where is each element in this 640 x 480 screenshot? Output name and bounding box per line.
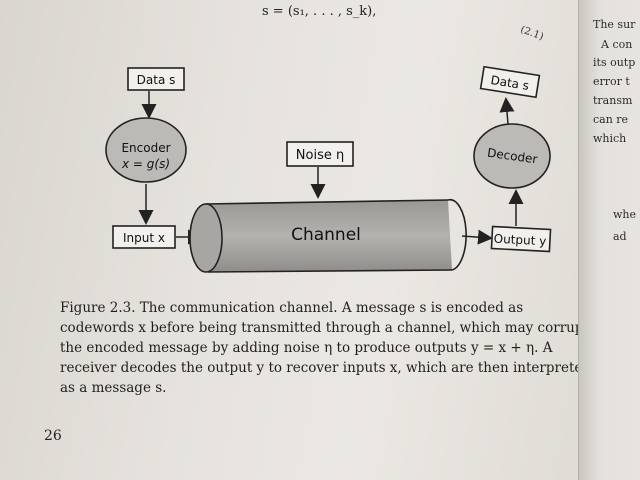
figure-caption: Figure 2.3. The communication channel. A… xyxy=(60,298,591,398)
caption-line-3: the encoded message by adding noise η to… xyxy=(60,340,553,356)
facing-line-5: transm xyxy=(593,94,633,107)
noise-box: Noise η xyxy=(286,141,354,167)
equation: s = (s₁, . . . , s_k), xyxy=(262,4,377,19)
channel-to-output-arrow xyxy=(461,229,493,245)
encoder-node: Encoder x = g(s) xyxy=(105,117,187,183)
caption-line-2: codewords x before being transmitted thr… xyxy=(60,320,589,336)
facing-page: The sur A con its outp error t transm ca… xyxy=(578,0,640,480)
output-box: Output y xyxy=(490,225,552,253)
data-input-box: Data s xyxy=(127,67,185,91)
channel-label: Channel xyxy=(291,225,361,245)
facing-line-3: its outp xyxy=(593,56,636,69)
facing-line-1: The sur xyxy=(593,18,636,31)
noise-label: Noise η xyxy=(296,148,344,163)
decoder-to-data-arrow xyxy=(499,97,515,125)
page-number: 26 xyxy=(44,428,62,444)
communication-channel-diagram: Data s Encoder x = g(s) Input x Noise η xyxy=(105,65,552,273)
caption-line-1: Figure 2.3. The communication channel. A… xyxy=(60,300,524,316)
channel-cylinder: Channel xyxy=(189,198,467,273)
input-box: Input x xyxy=(112,225,176,249)
caption-line-5: as a message s. xyxy=(60,380,167,396)
input-label: Input x xyxy=(123,231,165,245)
facing-line-11: ad xyxy=(613,230,627,243)
encoder-title: Encoder xyxy=(121,141,170,155)
encoder-formula: x = g(s) xyxy=(121,157,170,171)
output-label: Output y xyxy=(493,232,546,249)
data-input-label: Data s xyxy=(137,73,176,87)
caption-line-4: receiver decodes the output y to recover… xyxy=(60,360,591,376)
facing-line-10: whe xyxy=(613,208,637,221)
facing-line-6: can re xyxy=(593,113,629,126)
facing-line-4: error t xyxy=(593,75,630,88)
data-output-box: Data s xyxy=(479,65,541,99)
data-output-label: Data s xyxy=(490,73,530,93)
decoder-node: Decoder xyxy=(473,123,551,189)
facing-line-7: which xyxy=(593,132,627,145)
decoder-label: Decoder xyxy=(486,146,538,167)
facing-line-2: A con xyxy=(601,38,633,51)
